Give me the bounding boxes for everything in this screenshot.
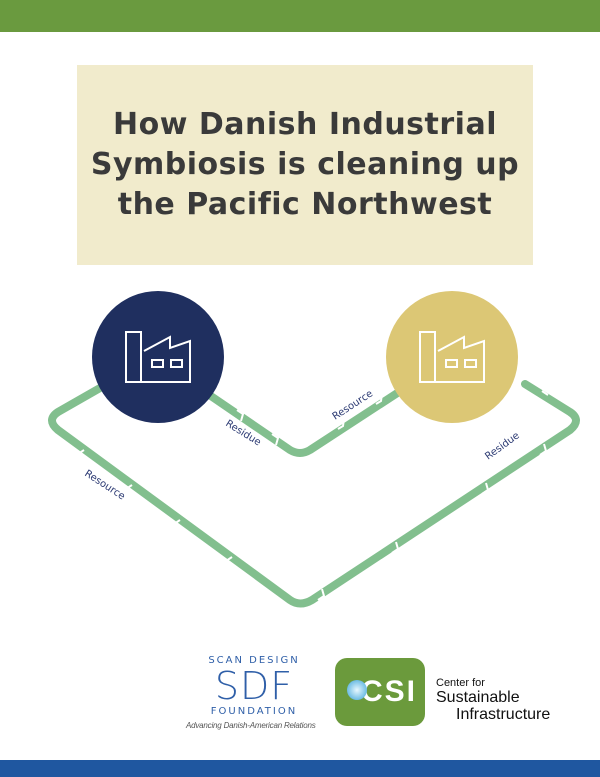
sdf-bottom-text: FOUNDATION <box>210 706 298 717</box>
residue-label-outer: Residue <box>483 430 521 462</box>
page-title: How Danish Industrial Symbiosis is clean… <box>90 107 520 222</box>
arrow-chevron <box>481 482 490 495</box>
factory-icon <box>419 331 485 383</box>
outer-flow-path <box>48 380 580 608</box>
factory-2-node <box>386 291 518 423</box>
arrow-chevron <box>539 443 548 456</box>
symbiosis-diagram: Residue Resource Residue Resource <box>48 291 580 608</box>
arrow-chevron <box>375 393 383 405</box>
arrow-chevron <box>271 433 280 446</box>
sdf-logo: SCAN DESIGN SDF FOUNDATION Advancing Dan… <box>186 655 322 730</box>
sdf-tagline: Advancing Danish-American Relations <box>186 721 316 730</box>
top-color-bar <box>0 0 600 32</box>
sdf-mark: SDF <box>214 664 294 708</box>
globe-icon <box>347 680 367 700</box>
arrow-chevron <box>337 418 345 430</box>
factory-icon <box>125 331 191 383</box>
bottom-color-bar <box>0 760 600 777</box>
arrow-chevron <box>236 409 245 422</box>
arrow-chevron <box>172 519 181 532</box>
arrow-chevron <box>224 556 233 569</box>
csi-line1: Center for <box>436 677 485 689</box>
arrow-chevron <box>124 484 133 497</box>
csi-mark: CSI <box>360 675 417 708</box>
csi-line2: Sustainable <box>436 689 520 706</box>
factory-1-node <box>92 291 224 423</box>
title-box: How Danish Industrial Symbiosis is clean… <box>77 65 533 265</box>
inner-flow-path <box>201 384 409 457</box>
arrow-chevron <box>541 390 549 396</box>
csi-logo: CSI <box>335 658 425 726</box>
arrow-chevron <box>317 588 326 601</box>
arrow-chevron <box>76 449 85 462</box>
csi-line3: Infrastructure <box>456 706 551 723</box>
sdf-top-text: SCAN DESIGN <box>208 655 300 666</box>
csi-name: Center for Sustainable Infrastructure <box>436 677 550 723</box>
arrow-chevron <box>391 541 400 554</box>
